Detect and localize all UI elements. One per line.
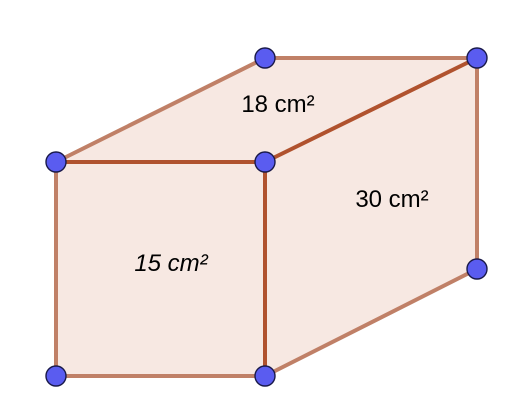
top-face	[56, 58, 477, 162]
front-face	[56, 162, 265, 376]
edge-bottom-right	[263, 267, 479, 378]
vertex-front-top-right	[254, 151, 276, 173]
edge-top-right-diagonal	[263, 56, 479, 164]
vertex-front-bottom-left	[45, 365, 67, 387]
edge-top-left	[54, 56, 267, 164]
vertex-front-top-left	[45, 151, 67, 173]
vertex-back-top-right	[466, 47, 488, 69]
right-face-label: 30 cm²	[355, 186, 428, 213]
top-face-label: 18 cm²	[241, 91, 314, 118]
vertex-front-bottom-right	[254, 365, 276, 387]
front-face-label: 15 cm²	[134, 250, 208, 277]
vertex-back-bottom-right	[466, 258, 488, 280]
vertex-back-top-left	[254, 47, 276, 69]
